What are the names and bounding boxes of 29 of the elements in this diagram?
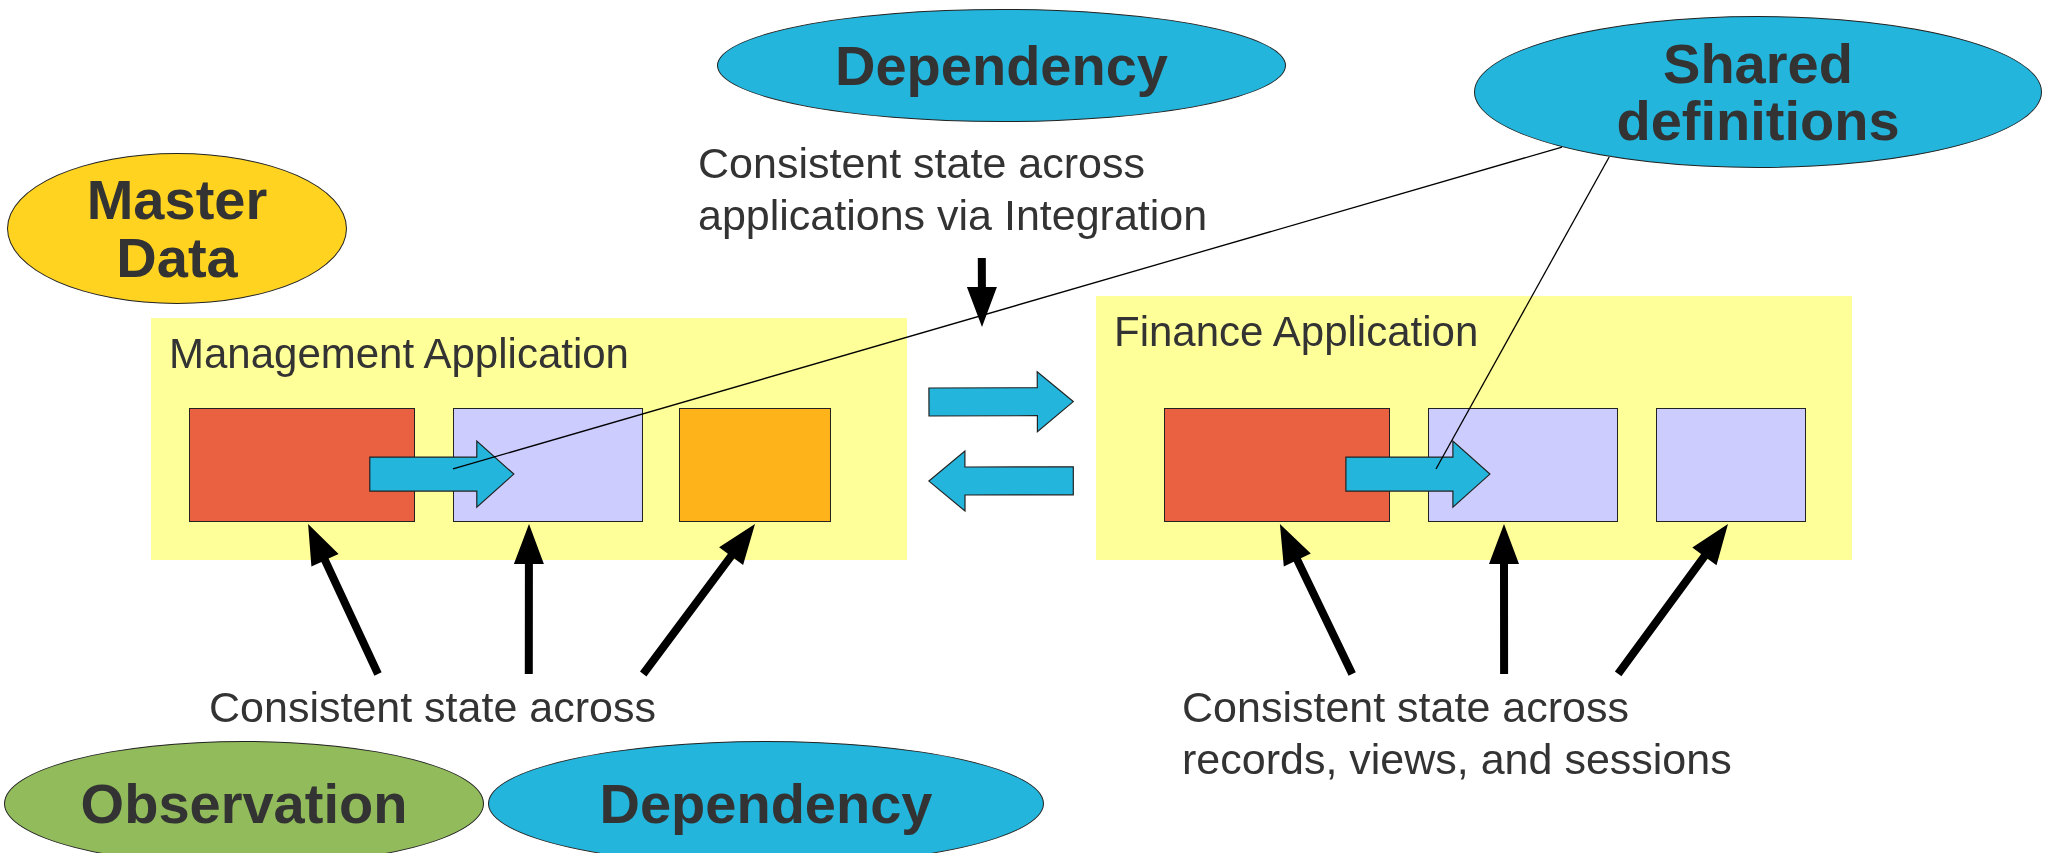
application-box [1096, 296, 1852, 560]
arrow [966, 257, 997, 327]
component-box [189, 408, 415, 522]
block-arrow [369, 439, 515, 509]
ellipse-label: Master Data [85, 171, 269, 286]
note-text: Consistent state across applications via Integration [698, 138, 1209, 241]
ellipse-label: Dependency [599, 774, 933, 833]
component-box [1656, 408, 1806, 522]
block-arrow [927, 449, 1074, 513]
block-arrow [1345, 439, 1491, 509]
arrow [1489, 524, 1519, 674]
arrow [1279, 524, 1356, 676]
application-title: Management Application [169, 330, 629, 378]
ellipse-label: Observation [80, 774, 408, 833]
block-arrow [928, 370, 1075, 433]
ellipse-label: Dependency [835, 36, 1168, 95]
component-box [679, 408, 831, 522]
arrow [308, 524, 382, 676]
application-box [151, 318, 907, 560]
leader-line [452, 146, 1563, 470]
arrow [513, 524, 544, 674]
application-title: Finance Application [1114, 308, 1479, 356]
arrow [1614, 524, 1728, 677]
leader-line [1435, 156, 1610, 470]
ellipse-label: Shared definitions [1615, 34, 1901, 150]
note-text: Consistent state across records, views, and sessions [1182, 682, 1733, 785]
arrow [640, 524, 755, 677]
note-text: Consistent state across [209, 682, 657, 733]
component-box [1164, 408, 1390, 522]
